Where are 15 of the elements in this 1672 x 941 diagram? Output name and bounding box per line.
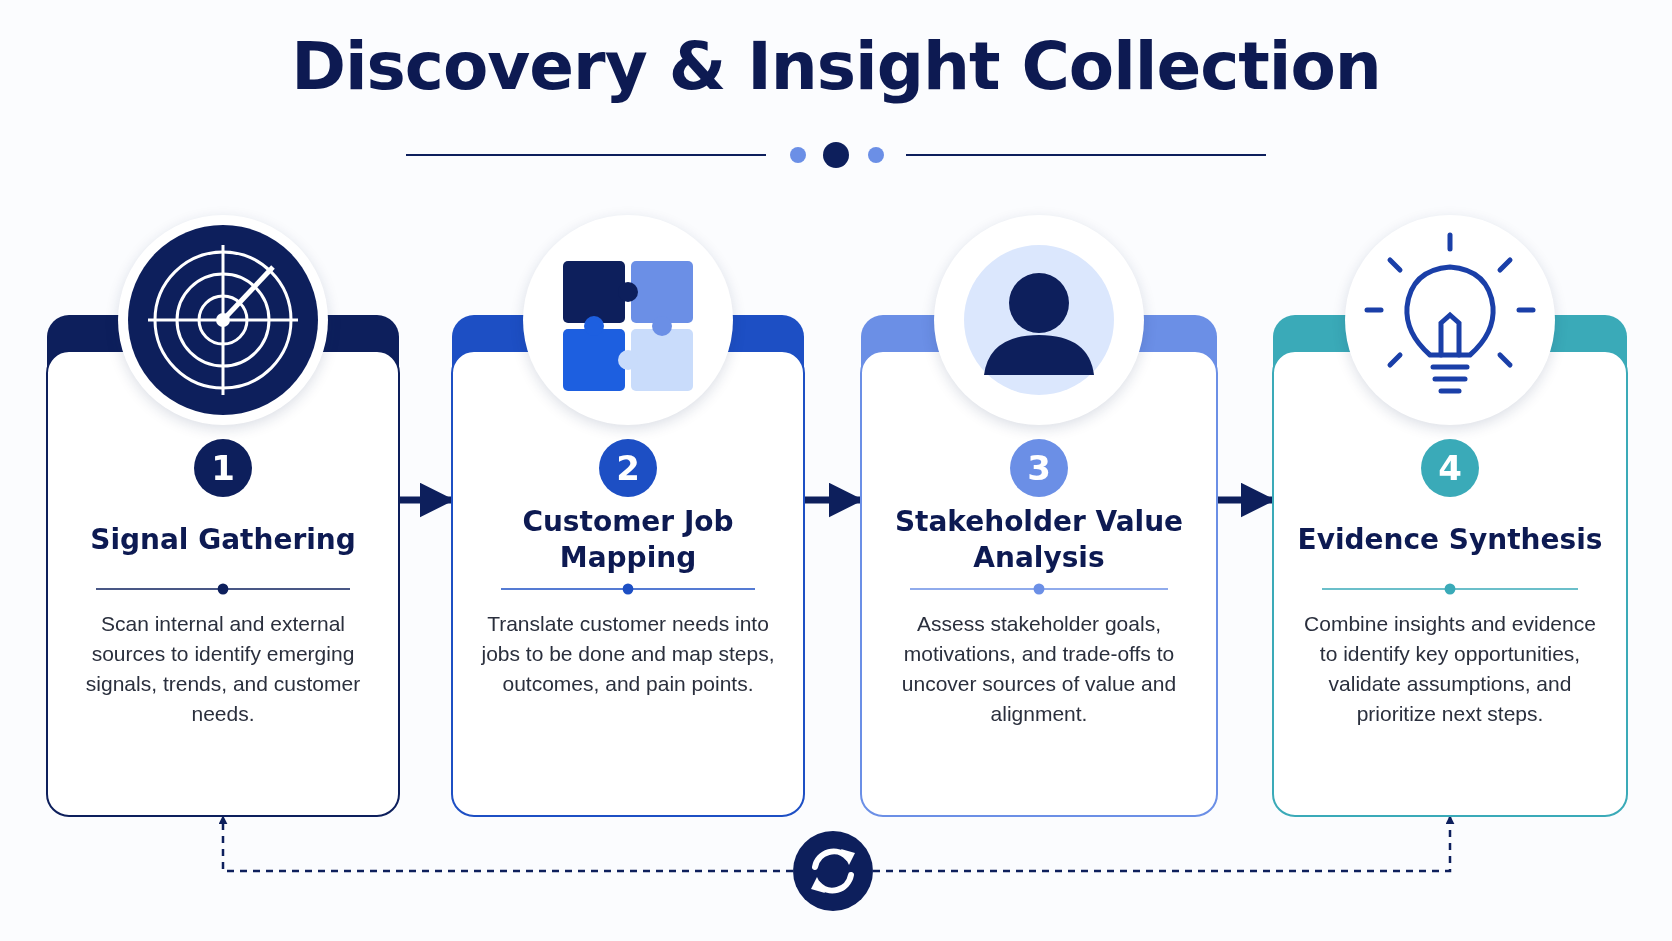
arrow — [873, 815, 1455, 873]
step-card — [451, 213, 805, 817]
step-description: Translate customer needs into jobs to be done and map steps, outcomes, and pain points. — [480, 611, 776, 697]
step-heading: Customer Job Mapping — [521, 504, 735, 576]
step-card — [860, 213, 1218, 817]
step-description: Scan internal and external sources to identify emerging signals, trends, and customer needs. — [84, 611, 362, 727]
title: Discovery & Insight Collection — [290, 28, 1382, 105]
step-description: Assess stakeholder goals, motivations, and trade-offs to uncover sources of value and alignment. — [900, 611, 1178, 727]
step-heading: Stakeholder Value Analysis — [893, 504, 1185, 576]
step-heading: Signal Gathering — [89, 522, 357, 558]
step-description: Combine insights and evidence to identify key opportunities, validate assumptions, and prioritize next steps. — [1303, 611, 1597, 727]
step-heading: Evidence Synthesis — [1296, 522, 1604, 558]
step-card — [46, 213, 400, 817]
step-card — [1272, 213, 1628, 817]
arrow — [218, 815, 793, 873]
